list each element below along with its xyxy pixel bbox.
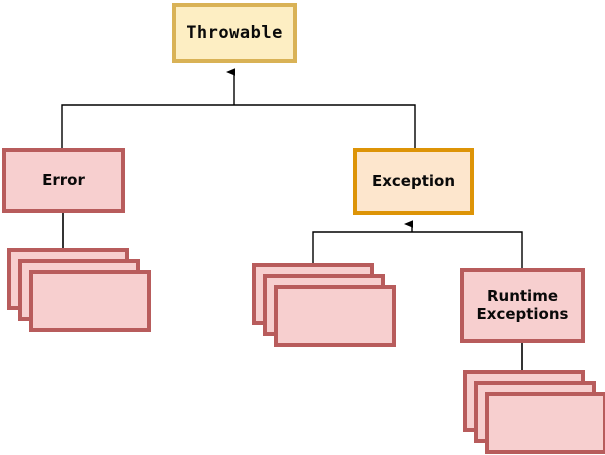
node-error-label: Error bbox=[42, 170, 85, 189]
stack-error-subclasses[interactable] bbox=[7, 248, 151, 332]
node-runtime-exceptions[interactable]: Runtime Exceptions bbox=[460, 268, 585, 343]
node-exception-label: Exception bbox=[371, 171, 456, 190]
node-exception[interactable]: Exception bbox=[353, 148, 474, 215]
stack-sheet-front bbox=[274, 285, 396, 347]
stack-sheet-front bbox=[485, 392, 605, 454]
node-throwable[interactable]: Throwable bbox=[172, 3, 297, 63]
stack-checked-exceptions[interactable] bbox=[252, 263, 396, 347]
stack-sheet-front bbox=[29, 270, 151, 332]
node-runtime-exceptions-label: Runtime Exceptions bbox=[476, 286, 569, 323]
connector-throwable-generalization bbox=[61, 68, 416, 148]
stack-runtime-exception-subclasses[interactable] bbox=[463, 370, 605, 454]
node-throwable-label: Throwable bbox=[186, 22, 283, 43]
node-error[interactable]: Error bbox=[2, 148, 125, 213]
connector-exception-generalization bbox=[312, 220, 523, 268]
